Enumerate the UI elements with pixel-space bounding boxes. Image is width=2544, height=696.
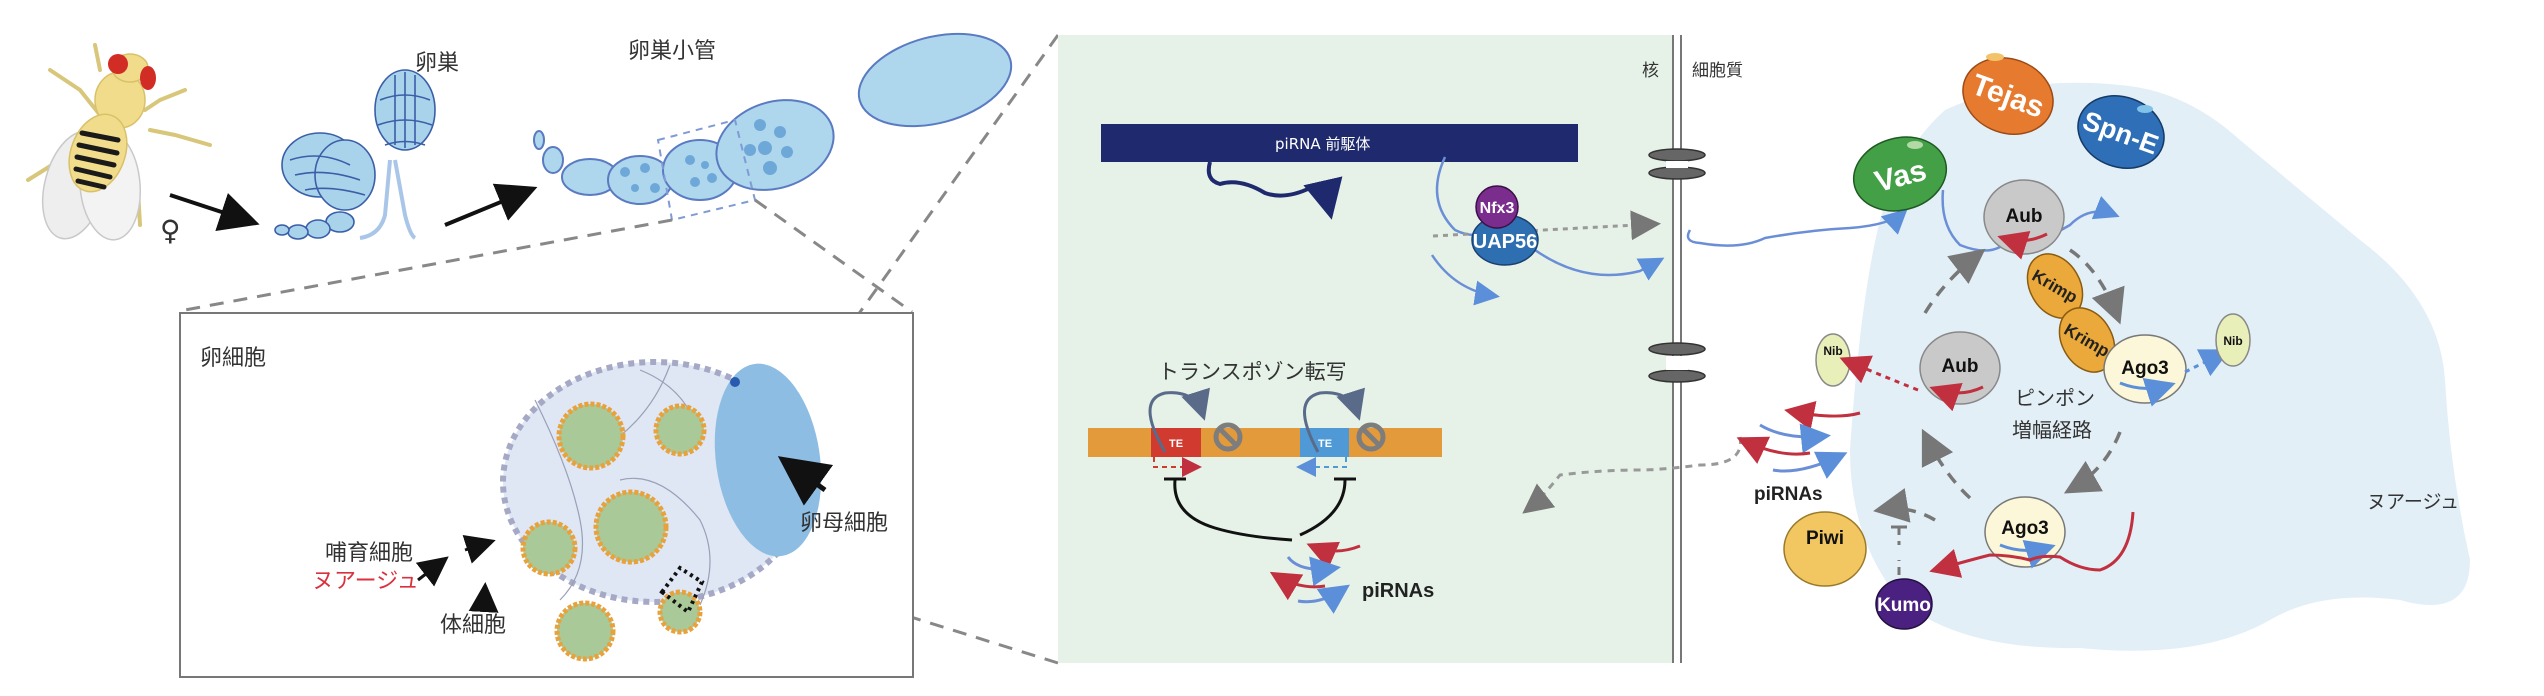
kumo-label: Kumo [1877,595,1931,616]
transcription-blocked-icon [1213,422,1386,452]
chromatin-bar [1088,428,1442,457]
egg-chamber-illustration [500,359,822,662]
transcription-loop-arrow-red [1148,387,1210,453]
ovary-icon [274,69,436,240]
ago3-protein-bottom: Ago3 [1984,496,2066,569]
nuage-label-right: ヌアージュ [2367,491,2459,513]
aub-top-label: Aub [2006,206,2043,227]
oocyte-label: 卵母細胞 [800,511,888,536]
kumo-inhibition [1891,525,1907,575]
piwi-protein: Piwi [1783,511,1867,587]
te-red-label: TE [1169,438,1183,450]
nfx3-label: Nfx3 [1480,200,1515,217]
pirna-import-arrow [1522,436,1742,514]
fruit-fly-icon [26,43,212,241]
ovariole-label: 卵巣小管 [628,39,716,64]
nuclear-pore [1648,148,1706,383]
cytoplasm-label: 細胞質 [1692,61,1743,81]
pirnas-cytoplasm-label: piRNAs [1754,484,1823,505]
nuage-arrow [415,556,449,587]
transcript-to-envelope [1534,248,1665,281]
uap56-to-pore-arrow [1432,210,1661,241]
ovary-label: 卵巣 [415,51,459,76]
somatic-cell-label: 体細胞 [440,613,506,638]
transcript-to-vas [1686,208,1908,247]
ovariole-icon [533,32,1013,205]
egg-chamber-label: 卵細胞 [200,346,266,371]
nib-right-label: Nib [2223,334,2242,348]
pirnas-nucleus-label: piRNAs [1362,580,1434,602]
pingpong-cycle-arrows [1873,248,2125,523]
nuage-zoom-box [659,565,705,616]
oocyte-arrow [777,456,834,506]
transposon-transcription-label: トランスポゾン転写 [1158,360,1347,384]
nib-left-label: Nib [1823,344,1842,358]
nurse-cell-arrow [462,535,496,564]
pingpong-label-line1: ピンポン [2015,386,2095,410]
nucleus-label: 核 [1642,61,1659,81]
nfx3-protein: Nfx3 [1475,185,1519,229]
spne-protein: Spn-E [2077,95,2165,169]
arrow-fly-to-ovary [169,192,260,231]
aub-protein-left: Aub [1919,331,2001,412]
uap56-label: UAP56 [1473,231,1537,253]
te-blue-transcript [1296,457,1347,477]
transcript-to-pore [1430,254,1500,306]
tejas-protein: Tejas [1962,53,2054,135]
ago3-to-nib-arrow [2184,349,2231,377]
transcript-vas-to-aub [1941,189,2001,252]
nib-protein-right: Nib [2215,313,2251,367]
pirna-precursor-bar [1101,124,1578,162]
pirna-precursor-label: piRNA 前駆体 [1275,135,1370,153]
transcription-loop-arrow-blue [1303,387,1365,453]
aub-to-nib-arrow [1839,355,1919,392]
precursor-transcript [1435,156,1476,237]
precursor-export-arrow [1206,161,1343,220]
ago3-right-label: Ago3 [2121,358,2169,379]
te-red-transcript [1153,457,1202,477]
uap56-protein: UAP56 [1471,214,1539,266]
pirnas-nucleus-icon [1269,541,1361,614]
aub-left-label: Aub [1942,356,1979,377]
pirnas-cytoplasm-icon [1736,400,1861,479]
te-blue-label: TE [1318,438,1332,450]
female-symbol: ♀ [160,214,181,247]
ago3-bottom-label: Ago3 [2001,518,2049,539]
vas-protein: Vas [1852,136,1948,212]
arrow-ovary-to-ovariole [444,183,538,227]
ago3-protein-right: Ago3 [2103,334,2187,407]
kumo-protein: Kumo [1875,578,1933,630]
transcript-ago3-to-piwi [1929,511,2135,578]
piwi-label: Piwi [1806,528,1844,549]
pingpong-label-line2: 増幅経路 [2012,418,2092,442]
silencing-inhibition-lines [1164,477,1356,542]
nib-protein-left: Nib [1815,333,1851,387]
somatic-cell-arrow [468,582,499,613]
nurse-cell-label: 哺育細胞 [325,541,413,566]
aub-protein-top: Aub [1983,179,2065,260]
nuage-label-left: ヌアージュ [312,569,419,594]
